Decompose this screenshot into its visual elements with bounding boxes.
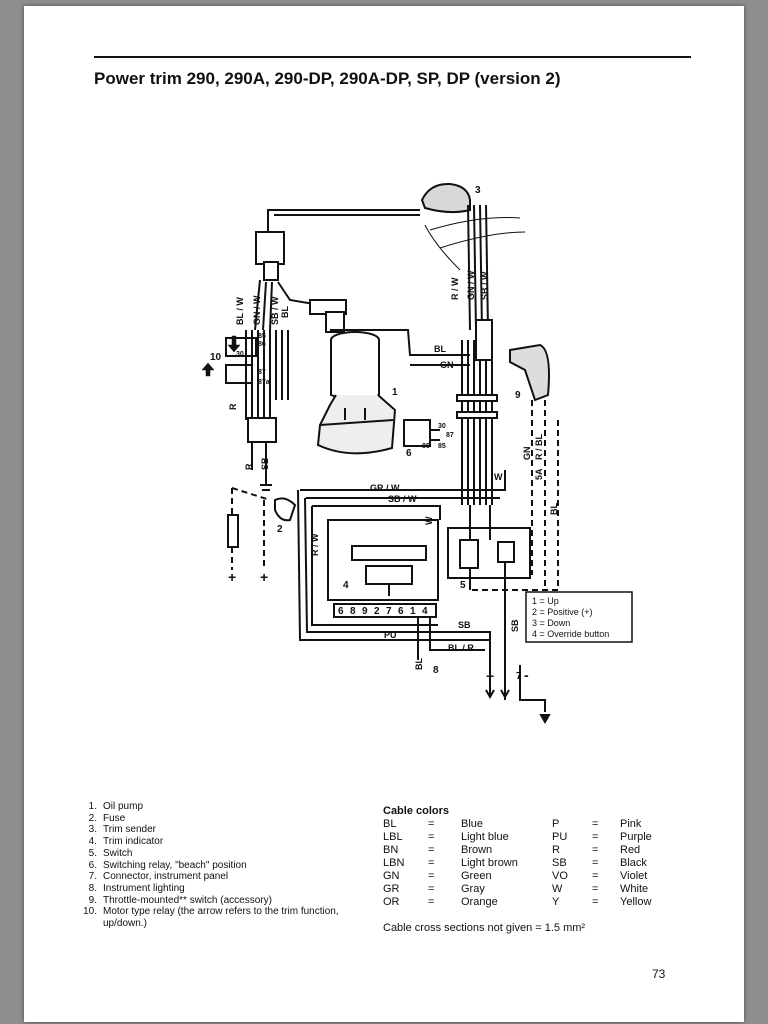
callout-1: 1 — [392, 387, 398, 398]
callout-4: 4 — [343, 580, 349, 591]
wire-label: SB / W — [480, 271, 490, 300]
terminal: 30 — [236, 351, 244, 358]
plus-sign: + — [228, 569, 236, 585]
wire-label: W — [494, 472, 503, 482]
terminal: 1 — [410, 606, 416, 617]
callout-9: 9 — [515, 390, 521, 401]
cable-cross-section-note: Cable cross sections not given = 1.5 mm² — [383, 922, 586, 934]
callout-8: 8 — [433, 665, 439, 676]
throttle-switch — [509, 343, 550, 402]
callout-3: 3 — [475, 185, 481, 196]
wire-label: GN / W — [252, 295, 262, 325]
page-title: Power trim 290, 290A, 290-DP, 290A-DP, S… — [94, 69, 561, 88]
wire-label: 5A — [534, 468, 544, 480]
wire-label: SB — [458, 620, 471, 630]
wire-label: PU — [384, 630, 397, 640]
wire-label: BL — [549, 503, 559, 515]
wire-label: SB / W — [388, 494, 417, 504]
wire-label: SB — [260, 457, 270, 470]
wire-label: BL — [434, 344, 446, 354]
callout-7: 7 — [516, 671, 522, 682]
switch-key-box — [525, 591, 633, 643]
plus-sign: + — [486, 668, 494, 684]
wire-label: BL / R — [448, 643, 474, 653]
wire-label: R / BL — [534, 433, 544, 460]
trim-sender — [420, 182, 471, 214]
terminal: 4 — [422, 606, 428, 617]
wire-label: W — [424, 516, 434, 525]
plus-sign: + — [260, 569, 268, 585]
oil-pump — [330, 340, 380, 401]
terminal: 85 — [258, 333, 266, 340]
wire-label: BL — [280, 306, 290, 318]
wire-label: GN — [522, 447, 532, 461]
fuse — [274, 497, 297, 522]
terminal: 86 — [422, 443, 430, 450]
wire-label: GN — [440, 360, 454, 370]
wire-label: BL / W — [235, 297, 245, 325]
terminal: 87a — [258, 379, 270, 386]
callout-6: 6 — [406, 448, 412, 459]
page-number: 73 — [652, 967, 666, 981]
wire-label: R / W — [310, 533, 320, 556]
wire-label: SB — [510, 619, 520, 632]
switch-key-line: 2 = Positive (+) — [532, 607, 593, 617]
terminal: 86 — [258, 341, 266, 348]
switch-key-line: 3 = Down — [532, 618, 570, 628]
cable-colors-title: Cable colors — [383, 805, 450, 817]
wire-label: SB / W — [270, 296, 280, 325]
terminal: 8 — [350, 606, 356, 617]
terminal: 2 — [374, 606, 380, 617]
switch-key-line: 4 = Override button — [532, 629, 609, 639]
wire-label: R — [228, 403, 238, 410]
terminal: 6 — [398, 606, 404, 617]
terminal: 85 — [438, 443, 446, 450]
wire-label: GR / W — [370, 483, 400, 493]
wire-label: R — [244, 463, 254, 470]
callout-10: 10 — [210, 352, 222, 363]
terminal: 9 — [362, 606, 368, 617]
minus-sign: - — [524, 667, 529, 683]
wire-label: GN / W — [466, 270, 476, 300]
callout-2: 2 — [277, 524, 283, 535]
terminal: 6 — [338, 606, 344, 617]
terminal: 30 — [438, 423, 446, 430]
terminal: 87 — [258, 369, 266, 376]
terminal: 87 — [446, 432, 454, 439]
header-rule — [94, 56, 691, 58]
switching-relay — [403, 419, 431, 447]
wire-label: R / W — [450, 277, 460, 300]
manual-page: Power trim 290, 290A, 290-DP, 290A-DP, S… — [24, 6, 744, 1022]
top-left-connector — [255, 231, 285, 265]
callout-5: 5 — [460, 580, 466, 591]
switch-key-line: 1 = Up — [532, 596, 559, 606]
terminal: 7 — [386, 606, 392, 617]
component-list: 1.Oil pump 2.Fuse 3.Trim sender 4.Trim i… — [83, 801, 339, 930]
wire-label: BL — [414, 658, 424, 670]
